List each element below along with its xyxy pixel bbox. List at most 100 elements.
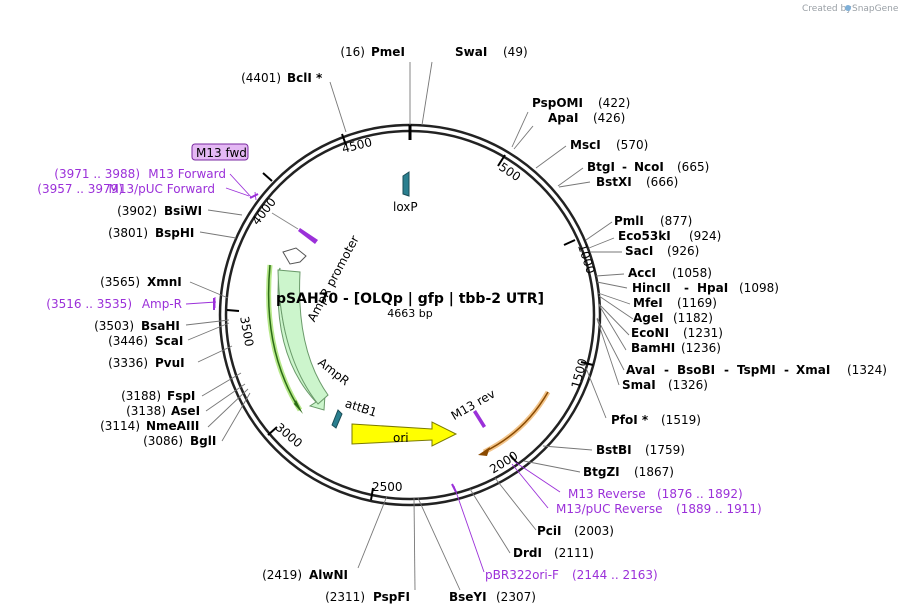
site-pos-32: (3086): [143, 434, 183, 448]
ori-outer-head: [478, 447, 490, 456]
site-name-27: PciI: [537, 524, 562, 538]
site-pos-35: (3188): [121, 389, 161, 403]
site-name-10: Eco53kI: [618, 229, 671, 243]
site-name-16: AgeI: [633, 311, 663, 325]
site-pos-15: (1169): [677, 296, 717, 310]
site-name-36: PvuI: [155, 356, 185, 370]
site-pos-5: (570): [616, 138, 648, 152]
site-pos-11: (926): [667, 244, 699, 258]
primer-pos-4: (1889 .. 1911): [676, 502, 762, 516]
dash-bsobi-tspmi: -: [724, 363, 729, 377]
site-name-9: PmlI: [614, 214, 644, 228]
site-pos-28: (2111): [554, 546, 594, 560]
primer-name-0: M13 Forward: [148, 167, 226, 181]
ori-outer-arc: [483, 391, 549, 453]
site-name-15: MfeI: [633, 296, 663, 310]
site-pos-22: (1324): [847, 363, 887, 377]
site-name-21: TspMI: [737, 363, 776, 377]
loxp-arrow: [402, 171, 410, 197]
site-name-41: BsiWI: [164, 204, 202, 218]
snapgene-logo-icon: [845, 5, 851, 11]
site-name-11: SacI: [625, 244, 653, 258]
site-name-12: AccI: [628, 266, 656, 280]
site-name-14: HpaI: [697, 281, 728, 295]
site-pos-37: (3446): [108, 334, 148, 348]
attb1-arrow: [331, 409, 343, 429]
site-name-22: XmaI: [796, 363, 830, 377]
ampr-outer-arc: [267, 264, 301, 411]
site-pos-34: (3138): [126, 404, 166, 418]
primer-name-2: Amp-R: [142, 297, 182, 311]
site-pos-0: (16): [340, 45, 365, 59]
ampr-promoter-arrow: [282, 247, 307, 265]
site-pos-4: (426): [593, 111, 625, 125]
ampr-arrow-body: [277, 269, 329, 405]
site-pos-38: (3503): [94, 319, 134, 333]
site-name-31: AlwNI: [309, 568, 348, 582]
site-name-2: BclI *: [287, 71, 323, 85]
site-name-0: PmeI: [371, 45, 405, 59]
tick-3500: 3500: [237, 315, 256, 348]
primer-pos-0: (3971 .. 3988): [54, 167, 140, 181]
site-name-8: BstXI: [596, 175, 632, 189]
m13rev-label: M13 rev: [449, 387, 498, 423]
site-name-24: PfoI *: [611, 413, 649, 427]
m13fwd-arrow: [298, 228, 318, 244]
m13fwd-badge: [191, 143, 249, 161]
site-pos-12: (1058): [672, 266, 712, 280]
site-name-34: AseI: [171, 404, 200, 418]
primer-name-4: M13/pUC Reverse: [556, 502, 663, 516]
site-connectors: [185, 61, 634, 591]
site-name-18: BamHI: [631, 341, 675, 355]
site-pos-2: (4401): [241, 71, 281, 85]
site-pos-31: (2419): [262, 568, 302, 582]
site-pos-9: (877): [660, 214, 692, 228]
site-pos-39: (3565): [100, 275, 140, 289]
primer-pos-3: (1876 .. 1892): [657, 487, 743, 501]
primer-pos-5: (2144 .. 2163): [572, 568, 658, 582]
tick-marks: [226, 133, 594, 501]
site-pos-18: (1236): [681, 341, 721, 355]
dash-btgi-ncoi: -: [622, 160, 627, 174]
site-name-30: PspFI: [373, 590, 410, 604]
dash-tspmi-xmai: -: [784, 363, 789, 377]
site-pos-27: (2003): [574, 524, 614, 538]
site-name-32: BglI: [190, 434, 216, 448]
credit-prefix: Created by: [802, 4, 852, 14]
site-name-7: NcoI: [634, 160, 664, 174]
site-pos-17: (1231): [683, 326, 723, 340]
ori-outer-glow: [482, 390, 551, 455]
site-name-26: BtgZI: [583, 465, 620, 479]
site-name-39: XmnI: [147, 275, 182, 289]
site-pos-33: (3114): [100, 419, 140, 433]
site-name-29: BseYI: [449, 590, 487, 604]
site-pos-29: (2307): [496, 590, 536, 604]
tick-1000: 1000: [575, 242, 598, 275]
site-name-37: ScaI: [155, 334, 183, 348]
plasmid-name: pSAH70 - [OLQp | gfp | tbb-2 UTR]: [276, 291, 544, 307]
site-pos-23: (1326): [668, 378, 708, 392]
dash-hincii-hpai: -: [684, 281, 689, 295]
site-name-13: HincII: [632, 281, 671, 295]
primer-connectors: [185, 173, 561, 573]
m13fwd-label: M13 fwd: [196, 146, 247, 160]
site-name-23: SmaI: [622, 378, 656, 392]
site-name-19: AvaI: [626, 363, 655, 377]
tick-3000: 3000: [273, 420, 305, 450]
site-name-4: ApaI: [548, 111, 578, 125]
site-pos-1: (49): [503, 45, 528, 59]
attb1-label: attB1: [343, 396, 378, 419]
ampr-outer-head: [294, 400, 303, 414]
ori-label: ori: [393, 431, 409, 445]
site-labels: PmeI(16)SwaI(49)BclI *(4401)PspOMI(422)A…: [37, 45, 887, 604]
ori-primer-mark: [451, 483, 457, 493]
tick-4500: 4500: [340, 135, 373, 156]
site-name-38: BsaHI: [141, 319, 180, 333]
tick-4000: 4000: [249, 195, 279, 228]
primer-pos-2: (3516 .. 3535): [46, 297, 132, 311]
primer-name-1: M13/pUC Forward: [108, 182, 215, 196]
site-pos-41: (3902): [117, 204, 157, 218]
loxp-label: loxP: [393, 200, 418, 214]
site-name-35: FspI: [167, 389, 195, 403]
